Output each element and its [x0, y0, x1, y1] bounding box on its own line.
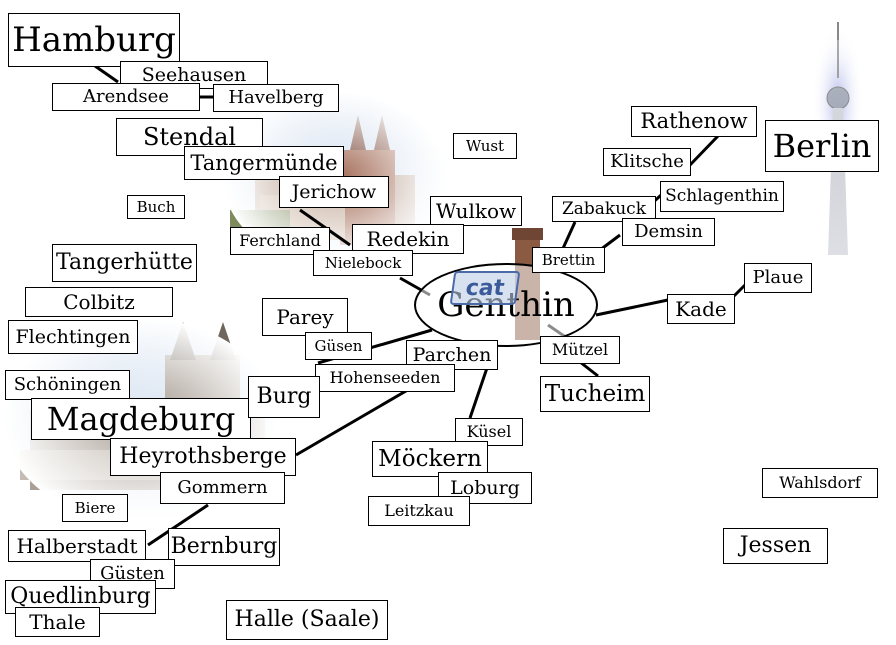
place-moeckern[interactable]: Möckern — [372, 441, 488, 477]
place-burg[interactable]: Burg — [248, 376, 320, 418]
place-buch[interactable]: Buch — [127, 195, 185, 219]
place-schoeningen[interactable]: Schöningen — [5, 370, 130, 400]
place-magdeburg[interactable]: Magdeburg — [31, 398, 251, 440]
place-flechtingen[interactable]: Flechtingen — [8, 320, 138, 354]
place-tucheim[interactable]: Tucheim — [540, 376, 650, 412]
place-muetzel[interactable]: Mützel — [540, 336, 620, 364]
place-halle[interactable]: Halle (Saale) — [226, 600, 388, 640]
place-gommern[interactable]: Gommern — [160, 472, 285, 504]
place-redekin[interactable]: Redekin — [352, 224, 464, 254]
place-kade[interactable]: Kade — [667, 294, 735, 324]
place-zabakuck[interactable]: Zabakuck — [552, 196, 656, 222]
place-leitzkau[interactable]: Leitzkau — [368, 496, 470, 526]
place-colbitz[interactable]: Colbitz — [25, 287, 173, 317]
place-heyrothsberge[interactable]: Heyrothsberge — [110, 438, 296, 476]
place-schlagenthin[interactable]: Schlagenthin — [660, 181, 784, 212]
place-tangermuende[interactable]: Tangermünde — [184, 146, 344, 180]
cat-logo: cat — [449, 271, 521, 305]
place-plaue[interactable]: Plaue — [744, 263, 812, 293]
place-rathenow[interactable]: Rathenow — [631, 106, 757, 137]
place-wahlsdorf[interactable]: Wahlsdorf — [762, 468, 878, 498]
place-guesen[interactable]: Güsen — [305, 332, 372, 360]
place-klitsche[interactable]: Klitsche — [603, 148, 691, 176]
place-berlin[interactable]: Berlin — [765, 120, 879, 172]
place-arendsee[interactable]: Arendsee — [52, 83, 200, 111]
center-genthin[interactable]: Genthin — [414, 263, 598, 347]
place-tangerhuette[interactable]: Tangerhütte — [52, 244, 197, 282]
place-jessen[interactable]: Jessen — [723, 528, 828, 564]
place-jerichow[interactable]: Jerichow — [279, 176, 389, 208]
place-hohenseeden[interactable]: Hohenseeden — [315, 364, 455, 392]
place-parey[interactable]: Parey — [262, 298, 348, 336]
place-thale[interactable]: Thale — [15, 607, 100, 637]
place-brettin[interactable]: Brettin — [532, 247, 605, 273]
place-demsin[interactable]: Demsin — [622, 218, 715, 246]
place-biere[interactable]: Biere — [62, 494, 128, 522]
place-bernburg[interactable]: Bernburg — [168, 528, 280, 566]
place-nielebock[interactable]: Nielebock — [313, 250, 413, 276]
place-wulkow[interactable]: Wulkow — [430, 196, 522, 226]
place-hamburg[interactable]: Hamburg — [8, 13, 180, 67]
place-kuesel[interactable]: Küsel — [455, 418, 523, 446]
place-halberstadt[interactable]: Halberstadt — [8, 530, 146, 562]
place-wust[interactable]: Wust — [453, 133, 517, 159]
place-ferchland[interactable]: Ferchland — [230, 227, 330, 255]
place-havelberg[interactable]: Havelberg — [213, 84, 339, 112]
